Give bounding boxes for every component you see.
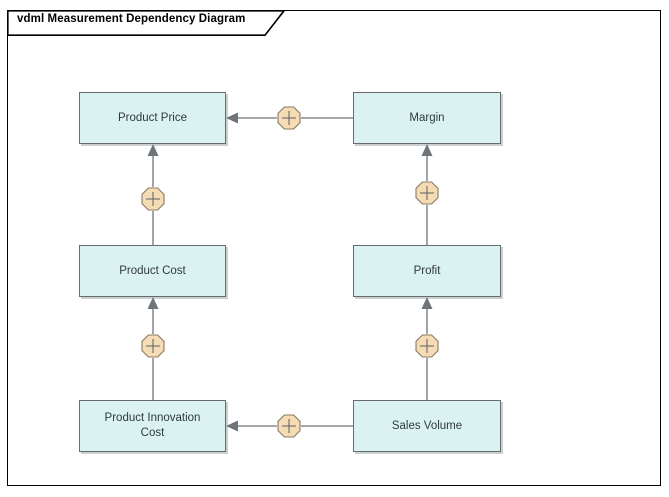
diagram-title: vdml Measurement Dependency Diagram [17,13,246,25]
node-product-innovation-cost[interactable]: Product Innovation Cost [79,400,226,452]
node-label: Sales Volume [391,419,463,432]
frame-tab-shape [7,10,285,36]
operator-plus-octagon-cost-to-price[interactable] [141,187,165,211]
node-margin[interactable]: Margin [353,92,501,144]
node-label: Margin [409,111,445,124]
node-label: Product Innovation Cost [104,412,201,439]
node-label: Product Price [117,111,188,124]
node-label: Product Cost [119,264,186,277]
operator-plus-octagon-profit-to-margin[interactable] [415,181,439,205]
operator-plus-octagon-sales-to-innovation[interactable] [277,414,301,438]
node-label: Profit [413,264,441,277]
operator-plus-octagon-margin-to-price[interactable] [277,106,301,130]
node-product-cost[interactable]: Product Cost [79,245,226,297]
node-sales-volume[interactable]: Sales Volume [353,400,501,452]
operator-plus-octagon-innovation-to-cost[interactable] [141,334,165,358]
operator-plus-octagon-sales-to-profit[interactable] [415,334,439,358]
frame-title-tab [7,10,285,36]
node-profit[interactable]: Profit [353,245,501,297]
node-product-price[interactable]: Product Price [79,92,226,144]
